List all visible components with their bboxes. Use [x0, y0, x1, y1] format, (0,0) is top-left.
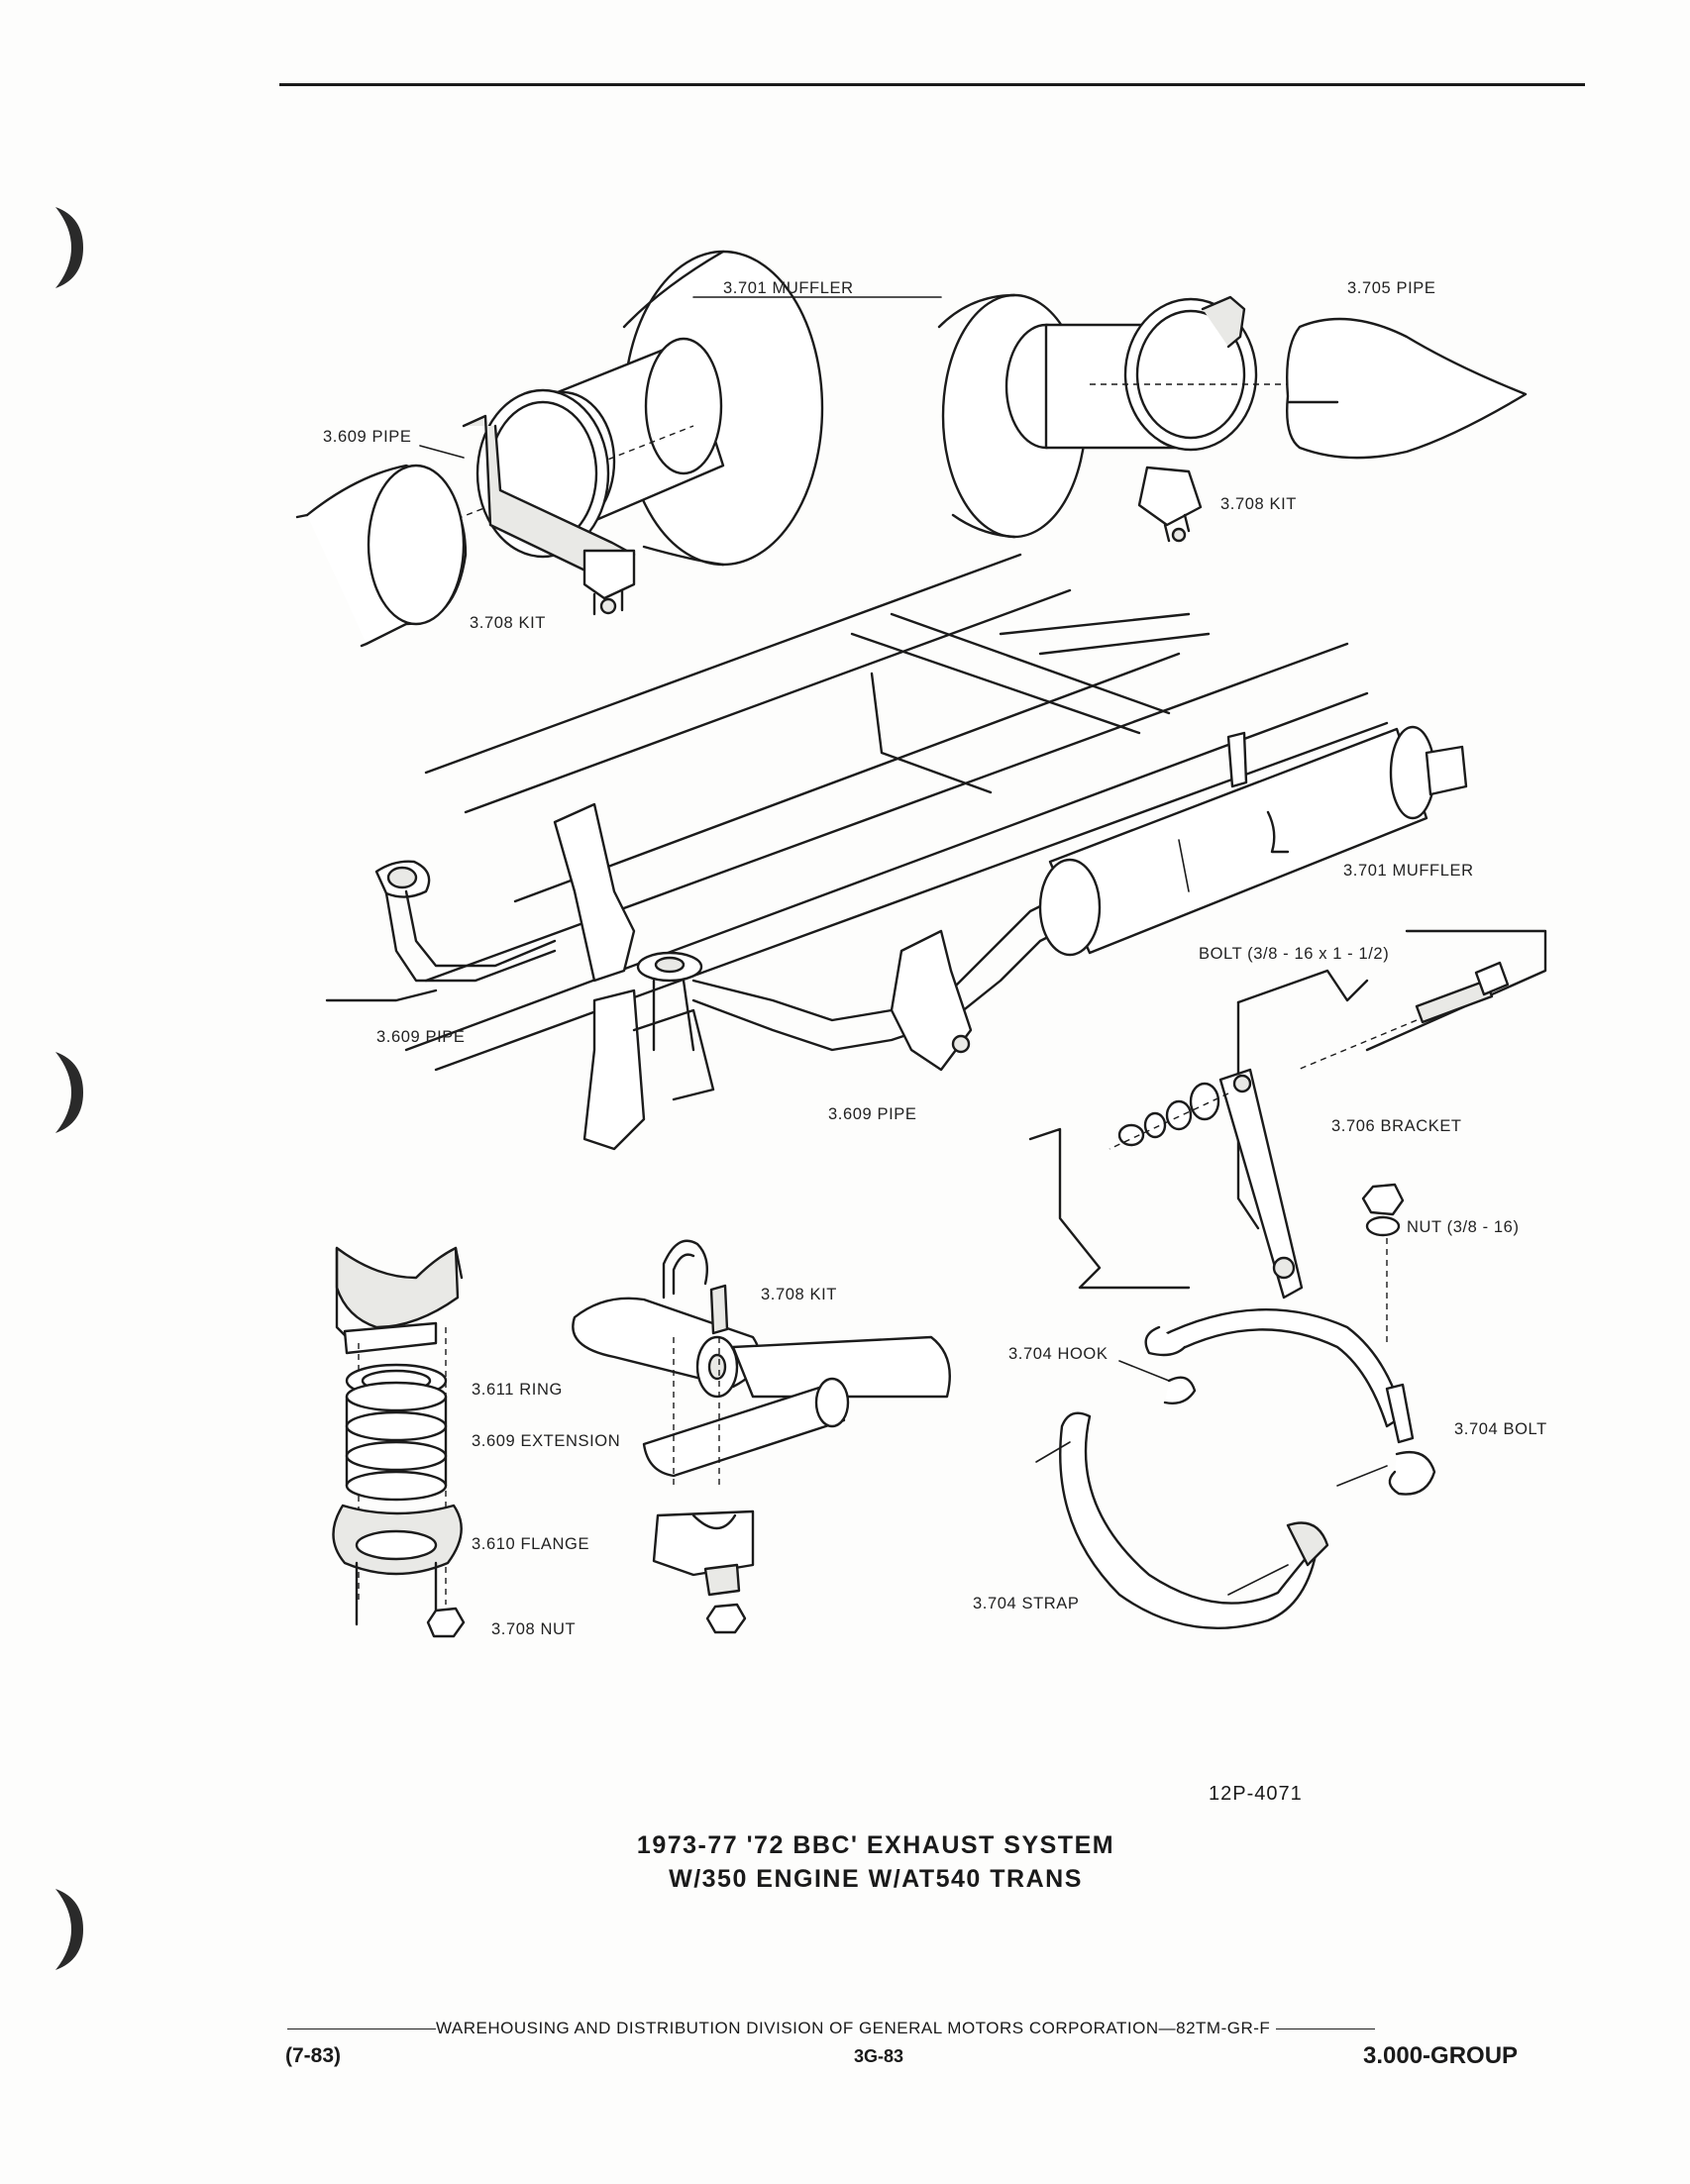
main-exhaust-assembly: [325, 553, 1468, 1151]
label-muffler-mid: 3.701 MUFFLER: [1343, 862, 1474, 880]
label-nut-lower: 3.708 NUT: [491, 1620, 576, 1638]
footer-group: 3.000-GROUP: [1363, 2042, 1519, 2069]
detail-ubolt-clamp: [572, 1239, 951, 1634]
label-bolt-spec: BOLT (3/8 - 16 x 1 - 1/2): [1199, 945, 1389, 963]
detail-muffler-to-tailpipe: [937, 293, 1528, 543]
label-strap: 3.704 STRAP: [973, 1595, 1080, 1612]
diagram-title: 1973-77 '72 BBC' EXHAUST SYSTEM W/350 EN…: [0, 1828, 1690, 1896]
footer-rule-right: [1275, 2028, 1375, 2030]
binder-hole-top: [55, 207, 83, 288]
callout-labels: 3.701 MUFFLER 3.705 PIPE 3.609 PIPE 3.70…: [323, 279, 1547, 1638]
figure-code: 12P-4071: [1209, 1783, 1303, 1805]
footer-page-number: 3G-83: [854, 2046, 904, 2066]
footer-rule-left: [287, 2028, 436, 2030]
detail-pipe-to-muffler: [295, 250, 824, 648]
label-nut-spec: NUT (3/8 - 16): [1407, 1218, 1520, 1236]
label-extension: 3.609 EXTENSION: [472, 1432, 620, 1450]
title-line-2: W/350 ENGINE W/AT540 TRANS: [669, 1865, 1083, 1893]
label-bolt-lower: 3.704 BOLT: [1454, 1420, 1547, 1438]
label-flange: 3.610 FLANGE: [472, 1535, 589, 1553]
footer-division: WAREHOUSING AND DISTRIBUTION DIVISION OF…: [436, 2019, 1271, 2037]
header-rule: [279, 83, 1585, 86]
detail-hanger: [1028, 929, 1547, 1629]
label-bracket: 3.706 BRACKET: [1331, 1117, 1462, 1135]
title-line-1: 1973-77 '72 BBC' EXHAUST SYSTEM: [636, 1831, 1115, 1859]
label-pipe-mid-left: 3.609 PIPE: [376, 1028, 465, 1046]
footer-date: (7-83): [285, 2044, 342, 2067]
label-pipe-top-right: 3.705 PIPE: [1347, 279, 1435, 297]
label-hook: 3.704 HOOK: [1008, 1345, 1108, 1363]
label-pipe-mid-center: 3.609 PIPE: [828, 1105, 916, 1123]
label-ring: 3.611 RING: [472, 1381, 563, 1399]
detail-flange-stack: [332, 1246, 466, 1638]
binder-hole-middle: [55, 1052, 83, 1133]
binder-hole-bottom: [55, 1889, 83, 1970]
label-pipe-top-left: 3.609 PIPE: [323, 428, 411, 446]
label-kit-top-right: 3.708 KIT: [1220, 495, 1297, 513]
label-muffler-top: 3.701 MUFFLER: [723, 279, 854, 297]
label-kit-top-left: 3.708 KIT: [470, 614, 546, 632]
footer-division-line: WAREHOUSING AND DISTRIBUTION DIVISION OF…: [287, 2019, 1545, 2038]
label-kit-lower: 3.708 KIT: [761, 1286, 837, 1303]
